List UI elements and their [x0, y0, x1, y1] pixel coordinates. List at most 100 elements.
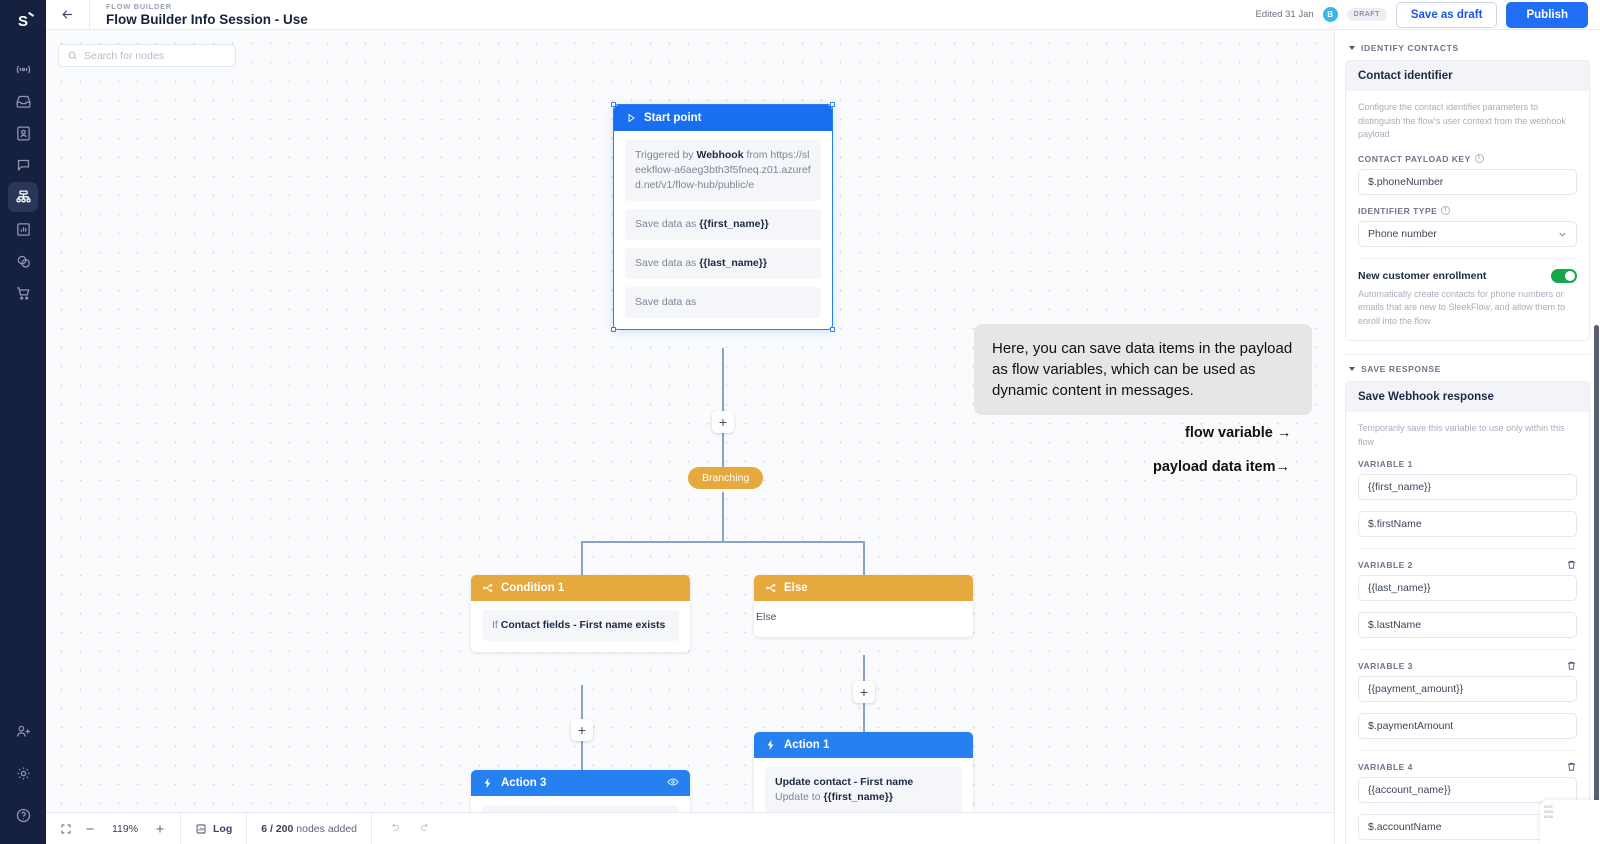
trash-icon [1567, 560, 1576, 569]
redo-button[interactable] [419, 821, 432, 837]
gear-icon [16, 766, 30, 780]
node-else[interactable]: Else Else [754, 575, 973, 637]
sidebar-item-flow-builder[interactable] [8, 182, 38, 212]
eye-icon-glyph [667, 778, 679, 785]
sidebar-item-settings[interactable] [8, 758, 38, 788]
new-customer-enrollment-toggle[interactable] [1551, 268, 1577, 283]
contact-identifier-card: Contact identifier Configure the contact… [1345, 60, 1590, 341]
section-save-response[interactable]: SAVE RESPONSE [1349, 364, 1590, 374]
delete-variable-3-button[interactable] [1566, 660, 1577, 671]
variable-separator [1358, 750, 1577, 751]
breadcrumb: FLOW BUILDER [106, 1, 172, 11]
undo-button[interactable] [388, 821, 401, 837]
app-logo[interactable]: S [0, 6, 46, 36]
resize-handle-bl[interactable] [611, 327, 616, 332]
search-nodes-box[interactable] [58, 44, 236, 67]
action-1-line1: Update contact - First name [775, 776, 914, 788]
save-as-draft-button[interactable]: Save as draft [1395, 1, 1498, 28]
variable-4-flow-variable-input[interactable]: {{account_name}} [1358, 777, 1577, 803]
variable-2-flow-variable-input[interactable]: {{last_name}} [1358, 575, 1577, 601]
toggle-knob [1565, 270, 1575, 281]
action-detail-chip[interactable]: Update contact - First name Update to {{… [765, 767, 962, 813]
variable-1-label-row: VARIABLE 1 [1358, 459, 1577, 469]
search-input[interactable] [84, 49, 227, 62]
node-action-1[interactable]: Action 1 Update contact - First name Upd… [754, 732, 973, 824]
log-button[interactable]: Log [195, 823, 232, 835]
node-start-point[interactable]: Start point Triggered by Webhook from ht… [611, 102, 835, 332]
save-data-row[interactable]: Save data as [625, 287, 821, 318]
sidebar-item-commerce[interactable] [8, 278, 38, 308]
properties-panel[interactable]: IDENTIFY CONTACTS Contact identifier Con… [1334, 30, 1600, 844]
variable-4-label: VARIABLE 4 [1358, 761, 1413, 772]
trigger-chip[interactable]: Triggered by Webhook from https://sleekf… [625, 140, 821, 201]
edge-branch-down [722, 492, 724, 542]
save-data-variable: {{first_name}} [699, 218, 769, 230]
fit-screen-icon [61, 824, 71, 833]
log-icon [196, 824, 206, 833]
minus-icon [86, 828, 94, 829]
edge-split-right [863, 541, 865, 575]
annotation-flow-variable: flow variable → [1185, 425, 1292, 441]
resize-handle-br[interactable] [830, 327, 835, 332]
sidebar-item-inbox[interactable] [8, 86, 38, 116]
annotation-callout: Here, you can save data items in the pay… [974, 324, 1312, 415]
zoom-in-button[interactable] [154, 823, 166, 835]
inbox-icon [15, 95, 31, 108]
sidebar-item-invite-user[interactable] [8, 716, 38, 746]
add-node-after-start-button[interactable]: + [712, 411, 734, 433]
sidebar-item-help[interactable] [8, 800, 38, 830]
add-node-after-else-button[interactable]: + [853, 681, 875, 703]
branching-label[interactable]: Branching [688, 467, 764, 489]
fit-screen-button[interactable] [60, 823, 72, 835]
delete-variable-4-button[interactable] [1566, 761, 1577, 772]
toolbar-history-group [372, 821, 448, 837]
save-webhook-response-card: Save Webhook response Temporarily save t… [1345, 381, 1590, 844]
edge-start-to-branch [722, 348, 724, 467]
resize-handle-tl[interactable] [611, 102, 616, 107]
last-edited-label: Edited 31 Jan [1255, 9, 1314, 20]
save-data-prefix: Save data as [635, 257, 700, 269]
save-data-row[interactable]: Save data as {{first_name}} [625, 209, 821, 240]
commerce-icon [16, 286, 30, 300]
variable-1-payload-path-input[interactable]: $.firstName [1358, 511, 1577, 537]
analytics-icon [16, 222, 30, 236]
variable-separator [1358, 548, 1577, 549]
resize-handle-tr[interactable] [830, 102, 835, 107]
chevron-down-icon [1559, 232, 1566, 237]
back-button[interactable] [46, 0, 90, 30]
variable-2-payload-path-input[interactable]: $.lastName [1358, 612, 1577, 638]
identifier-type-select[interactable]: Phone number [1358, 220, 1577, 247]
node-condition-1[interactable]: Condition 1 If Contact fields - First na… [471, 575, 690, 652]
sidebar-item-broadcast[interactable] [8, 54, 38, 84]
info-icon[interactable]: i [1441, 206, 1451, 215]
node-condition-1-title: Condition 1 [501, 582, 565, 594]
flow-canvas[interactable]: + + + Branching Start point Triggered by… [46, 30, 1334, 844]
zoom-out-button[interactable] [84, 823, 96, 835]
sidebar-item-contacts[interactable] [8, 118, 38, 148]
panel-scrollbar[interactable] [1594, 325, 1599, 805]
node-action-1-body: Update contact - First name Update to {{… [754, 758, 973, 824]
new-customer-enrollment-description: Automatically create contacts for phone … [1358, 288, 1566, 326]
node-condition-1-body: If Contact fields - First name exists [471, 601, 690, 652]
sidebar-item-analytics[interactable] [8, 214, 38, 244]
trash-icon [1567, 661, 1576, 670]
contact-payload-key-input[interactable]: $.phoneNumber [1358, 168, 1577, 195]
integrations-icon [17, 255, 30, 268]
eye-icon[interactable] [667, 776, 679, 791]
condition-expression[interactable]: If Contact fields - First name exists [482, 610, 679, 641]
section-identify-contacts[interactable]: IDENTIFY CONTACTS [1349, 43, 1590, 53]
node-else-body: Else [756, 611, 777, 623]
sidebar-item-channels[interactable] [8, 150, 38, 180]
nodes-count-suffix: nodes added [293, 822, 358, 835]
delete-variable-2-button[interactable] [1566, 559, 1577, 570]
sidebar-item-integrations[interactable] [8, 246, 38, 276]
variable-3-flow-variable-input[interactable]: {{payment_amount}} [1358, 676, 1577, 702]
save-data-row[interactable]: Save data as {{last_name}} [625, 248, 821, 279]
avatar[interactable]: B [1322, 7, 1338, 22]
variable-1-flow-variable-input[interactable]: {{first_name}} [1358, 474, 1577, 500]
variable-4-label-row: VARIABLE 4 [1358, 761, 1577, 772]
add-node-after-condition-button[interactable]: + [571, 719, 593, 741]
publish-button[interactable]: Publish [1506, 1, 1588, 28]
info-icon[interactable]: i [1474, 154, 1484, 163]
variable-3-payload-path-input[interactable]: $.paymentAmount [1358, 713, 1577, 739]
